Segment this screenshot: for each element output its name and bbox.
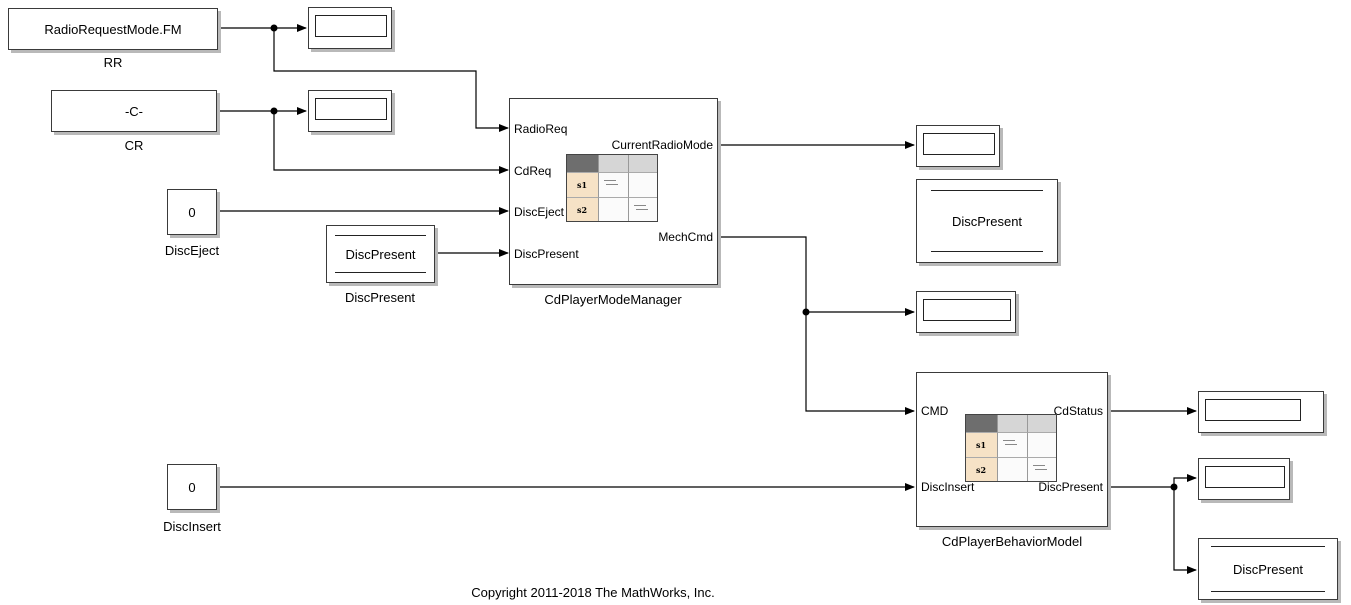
copyright-text: Copyright 2011-2018 The MathWorks, Inc. bbox=[471, 585, 715, 600]
cr-constant-value: -C- bbox=[124, 103, 144, 119]
discpresent-store-read-block[interactable]: DiscPresent bbox=[326, 225, 435, 283]
junction-dot bbox=[270, 24, 278, 32]
mechcmd-port-label: MechCmd bbox=[658, 230, 713, 244]
discpresent-out-line bbox=[1108, 474, 1197, 488]
cr-constant-block[interactable]: -C- bbox=[51, 90, 217, 132]
radioreq-port-label: RadioReq bbox=[514, 122, 568, 136]
discpresent-block-label: DiscPresent bbox=[344, 290, 416, 305]
cr-to-cdreq-line bbox=[273, 111, 509, 174]
junction-dot bbox=[802, 308, 810, 316]
cmd-port-label: CMD bbox=[921, 404, 949, 418]
currentradiomode-port-label: CurrentRadioMode bbox=[611, 138, 713, 152]
state-transition-table-icon: s1 s2 bbox=[965, 414, 1057, 482]
display-readout bbox=[315, 98, 387, 120]
disceject-constant-value: 0 bbox=[188, 204, 196, 220]
discpresent-out-port-label: DiscPresent bbox=[1038, 480, 1103, 494]
cdstatus-display-block[interactable] bbox=[1198, 391, 1324, 433]
table-row-label: s1 bbox=[566, 172, 598, 197]
cdreq-port-label: CdReq bbox=[514, 164, 552, 178]
rr-block-label: RR bbox=[103, 55, 123, 70]
discinsert-port-label: DiscInsert bbox=[921, 480, 975, 494]
display-readout bbox=[1205, 466, 1285, 488]
junction-dot bbox=[270, 107, 278, 115]
discpresent-out-display-block[interactable] bbox=[1198, 458, 1290, 500]
disceject-port-label: DiscEject bbox=[514, 205, 565, 219]
display-readout bbox=[923, 299, 1011, 321]
disceject-block-label: DiscEject bbox=[164, 243, 220, 258]
table-row-label: s2 bbox=[965, 457, 997, 482]
discinsert-constant-block[interactable]: 0 bbox=[167, 464, 217, 510]
discpresent-store-value: DiscPresent bbox=[951, 213, 1023, 229]
discpresent-store-write-value: DiscPresent bbox=[1232, 561, 1304, 577]
cd-player-behavior-model-block[interactable]: CMD DiscInsert CdStatus DiscPresent s1 s… bbox=[916, 372, 1108, 527]
table-row-label: s2 bbox=[566, 197, 598, 222]
discpresent-store-block[interactable]: DiscPresent bbox=[916, 179, 1058, 263]
discpresent-store-write-block[interactable]: DiscPresent bbox=[1198, 538, 1338, 600]
disceject-constant-block[interactable]: 0 bbox=[167, 189, 217, 235]
discinsert-block-label: DiscInsert bbox=[163, 519, 221, 534]
discpresent-out-branch-line bbox=[1173, 487, 1197, 574]
discpresent-store-read-value: DiscPresent bbox=[345, 246, 416, 262]
discinsert-constant-value: 0 bbox=[188, 479, 196, 495]
discpresent-port-label: DiscPresent bbox=[514, 247, 579, 261]
mechcmd-display-block[interactable] bbox=[916, 291, 1016, 333]
state-transition-table-icon: s1 s2 bbox=[566, 154, 658, 222]
cr-display-block[interactable] bbox=[308, 90, 392, 132]
rr-constant-value: RadioRequestMode.FM bbox=[44, 21, 182, 37]
display-readout bbox=[923, 133, 995, 155]
display-readout bbox=[1205, 399, 1301, 421]
mode-manager-label: CdPlayerModeManager bbox=[544, 292, 682, 307]
display-readout bbox=[315, 15, 387, 37]
mechcmd-line bbox=[718, 236, 915, 415]
rr-to-radioreq-line bbox=[273, 28, 509, 132]
cdstatus-port-label: CdStatus bbox=[1053, 404, 1103, 418]
junction-dot bbox=[1170, 483, 1178, 491]
table-row-label: s1 bbox=[965, 432, 997, 457]
rr-constant-block[interactable]: RadioRequestMode.FM bbox=[8, 8, 218, 50]
cr-block-label: CR bbox=[124, 138, 144, 153]
cd-player-mode-manager-block[interactable]: RadioReq CdReq DiscEject DiscPresent Cur… bbox=[509, 98, 718, 285]
currentradiomode-display-block[interactable] bbox=[916, 125, 1000, 167]
rr-display-block[interactable] bbox=[308, 7, 392, 49]
behavior-model-label: CdPlayerBehaviorModel bbox=[941, 534, 1083, 549]
